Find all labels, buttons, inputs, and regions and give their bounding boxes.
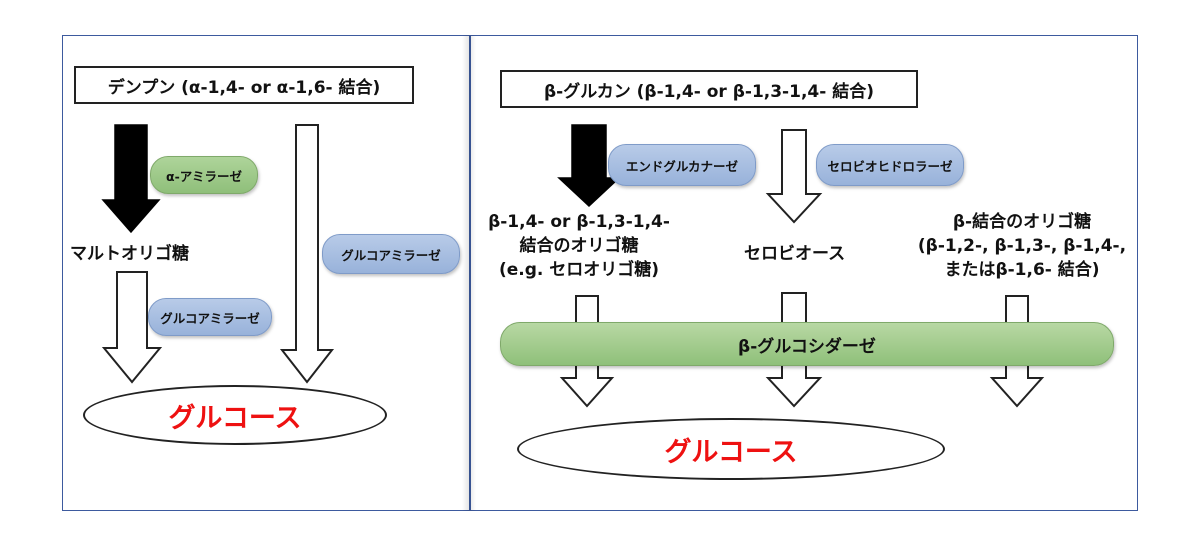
maltooligo-label: マルトオリゴ糖 [70, 244, 189, 264]
beta-oligo-line-1: β-1,4- or β-1,3-1,4- [488, 212, 670, 232]
beta-bond-oligo-line-3: またはβ-1,6- 結合) [944, 260, 1100, 280]
alpha-amylase-badge: α-アミラーゼ [150, 156, 258, 194]
beta-oligo-line-3: (e.g. セロオリゴ糖) [498, 260, 660, 280]
hollow-arrow-cellobiose-head [765, 364, 823, 408]
endoglucanase-badge: エンドグルカナーゼ [608, 144, 756, 186]
beta-glucosidase-bar: β-グルコシダーゼ [500, 322, 1114, 366]
beta-bond-oligo-line-1: β-結合のオリゴ糖 [952, 212, 1092, 232]
alpha-amylase-label: α-アミラーゼ [165, 168, 243, 184]
starch-title: デンプン (α-1,4- or α-1,6- 結合) [107, 77, 381, 98]
glucoamylase-label-side: グルコアミラーゼ [341, 247, 441, 263]
glucose-ellipse-right: グルコース [517, 418, 945, 480]
beta-bond-oligo-label: β-結合のオリゴ糖 (β-1,2-, β-1,3-, β-1,4-, またはβ-… [910, 210, 1134, 282]
cellobiohydrolase-badge: セロビオヒドロラーゼ [816, 144, 964, 186]
beta-oligo-label: β-1,4- or β-1,3-1,4- 結合のオリゴ糖 (e.g. セロオリゴ… [474, 210, 684, 282]
hollow-arrow-cellobiose-stem [781, 292, 807, 325]
glucan-title: β-グルカン (β-1,4- or β-1,3-1,4- 結合) [544, 81, 874, 102]
hollow-arrow-oligo-stem [575, 295, 599, 325]
hollow-arrow-maltooligo-to-glucose [101, 271, 163, 384]
glucan-title-box: β-グルカン (β-1,4- or β-1,3-1,4- 結合) [500, 70, 918, 108]
black-arrow-amylase [101, 124, 161, 234]
glucose-label-left: グルコース [168, 402, 302, 434]
glucose-ellipse-left: グルコース [83, 385, 387, 445]
glucoamylase-badge-side: グルコアミラーゼ [322, 234, 460, 274]
cellobiohydrolase-label: セロビオヒドロラーゼ [827, 158, 953, 174]
black-arrow-endoglucanase [557, 124, 621, 208]
glucoamylase-label-left: グルコアミラーゼ [160, 310, 260, 326]
beta-oligo-line-2: 結合のオリゴ糖 [519, 236, 639, 256]
beta-bond-oligo-line-2: (β-1,2-, β-1,3-, β-1,4-, [917, 236, 1127, 256]
beta-glucosidase-label: β-グルコシダーゼ [738, 336, 876, 357]
glucoamylase-badge-left: グルコアミラーゼ [148, 298, 272, 336]
cellobiose-label: セロビオース [744, 244, 846, 264]
hollow-arrow-to-cellobiose [765, 129, 823, 224]
starch-title-box: デンプン (α-1,4- or α-1,6- 結合) [74, 66, 414, 104]
hollow-arrow-starch-to-glucose [279, 124, 335, 384]
endoglucanase-label: エンドグルカナーゼ [625, 158, 739, 174]
glucose-label-right: グルコース [664, 436, 798, 468]
hollow-arrow-betabond-stem [1005, 295, 1029, 325]
hollow-arrow-oligo-head [559, 364, 615, 408]
panel-divider [462, 35, 476, 511]
hollow-arrow-betabond-head [989, 364, 1045, 408]
